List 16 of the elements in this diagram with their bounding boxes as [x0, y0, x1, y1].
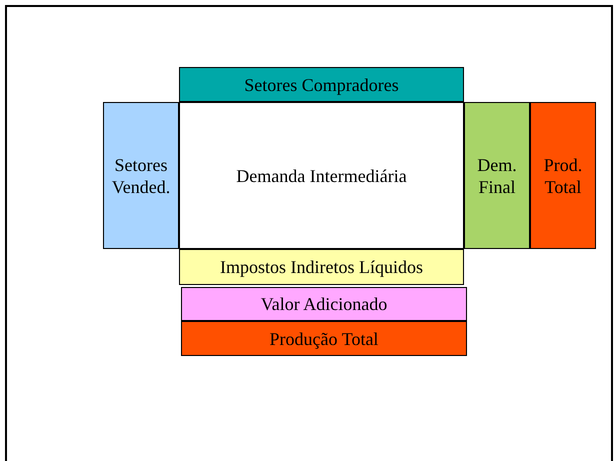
table-block: [103, 102, 179, 249]
table-block: [179, 249, 464, 285]
block-label: Setores Vended.: [110, 154, 172, 198]
block-label: Demanda Intermediária: [236, 164, 407, 186]
block-label: Valor Adicionado: [260, 293, 388, 315]
table-block: [530, 102, 596, 249]
block-label: Dem. Final: [476, 154, 518, 198]
block-label: Produção Total: [270, 328, 378, 350]
table-block: [181, 287, 467, 321]
block-label: Prod. Total: [542, 154, 584, 198]
table-block: [179, 102, 464, 249]
table-block: [464, 102, 530, 249]
table-block: [181, 321, 467, 356]
block-label: Impostos Indiretos Líquidos: [220, 256, 423, 278]
table-block: [179, 67, 464, 102]
block-label: Setores Compradores: [244, 74, 399, 96]
